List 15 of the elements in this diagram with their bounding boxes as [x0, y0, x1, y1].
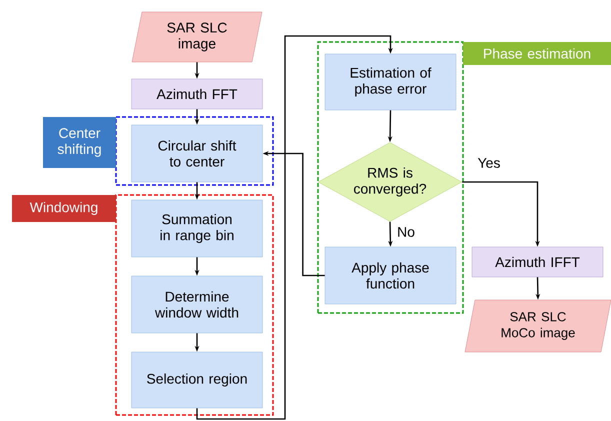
process-box: Azimuth FFT [131, 78, 263, 110]
edge-label: Yes [476, 157, 502, 169]
data-parallelogram: SAR SLC MoCo image [464, 300, 611, 352]
process-box: Selection region [131, 352, 263, 408]
arrow [196, 35, 393, 420]
group-tag: Center shifting [43, 117, 116, 168]
process-box: Apply phase function [324, 246, 456, 304]
edge-label: No [396, 226, 416, 238]
process-box: Summation in range bin [131, 200, 263, 258]
group-tag: Windowing [12, 195, 116, 222]
process-box: Estimation of phase error [324, 54, 456, 110]
group-tag: Phase estimation [463, 42, 611, 65]
data-parallelogram: SAR SLC image [132, 12, 262, 62]
process-box: Circular shift to center [131, 124, 263, 182]
process-box: Determine window width [131, 276, 263, 334]
